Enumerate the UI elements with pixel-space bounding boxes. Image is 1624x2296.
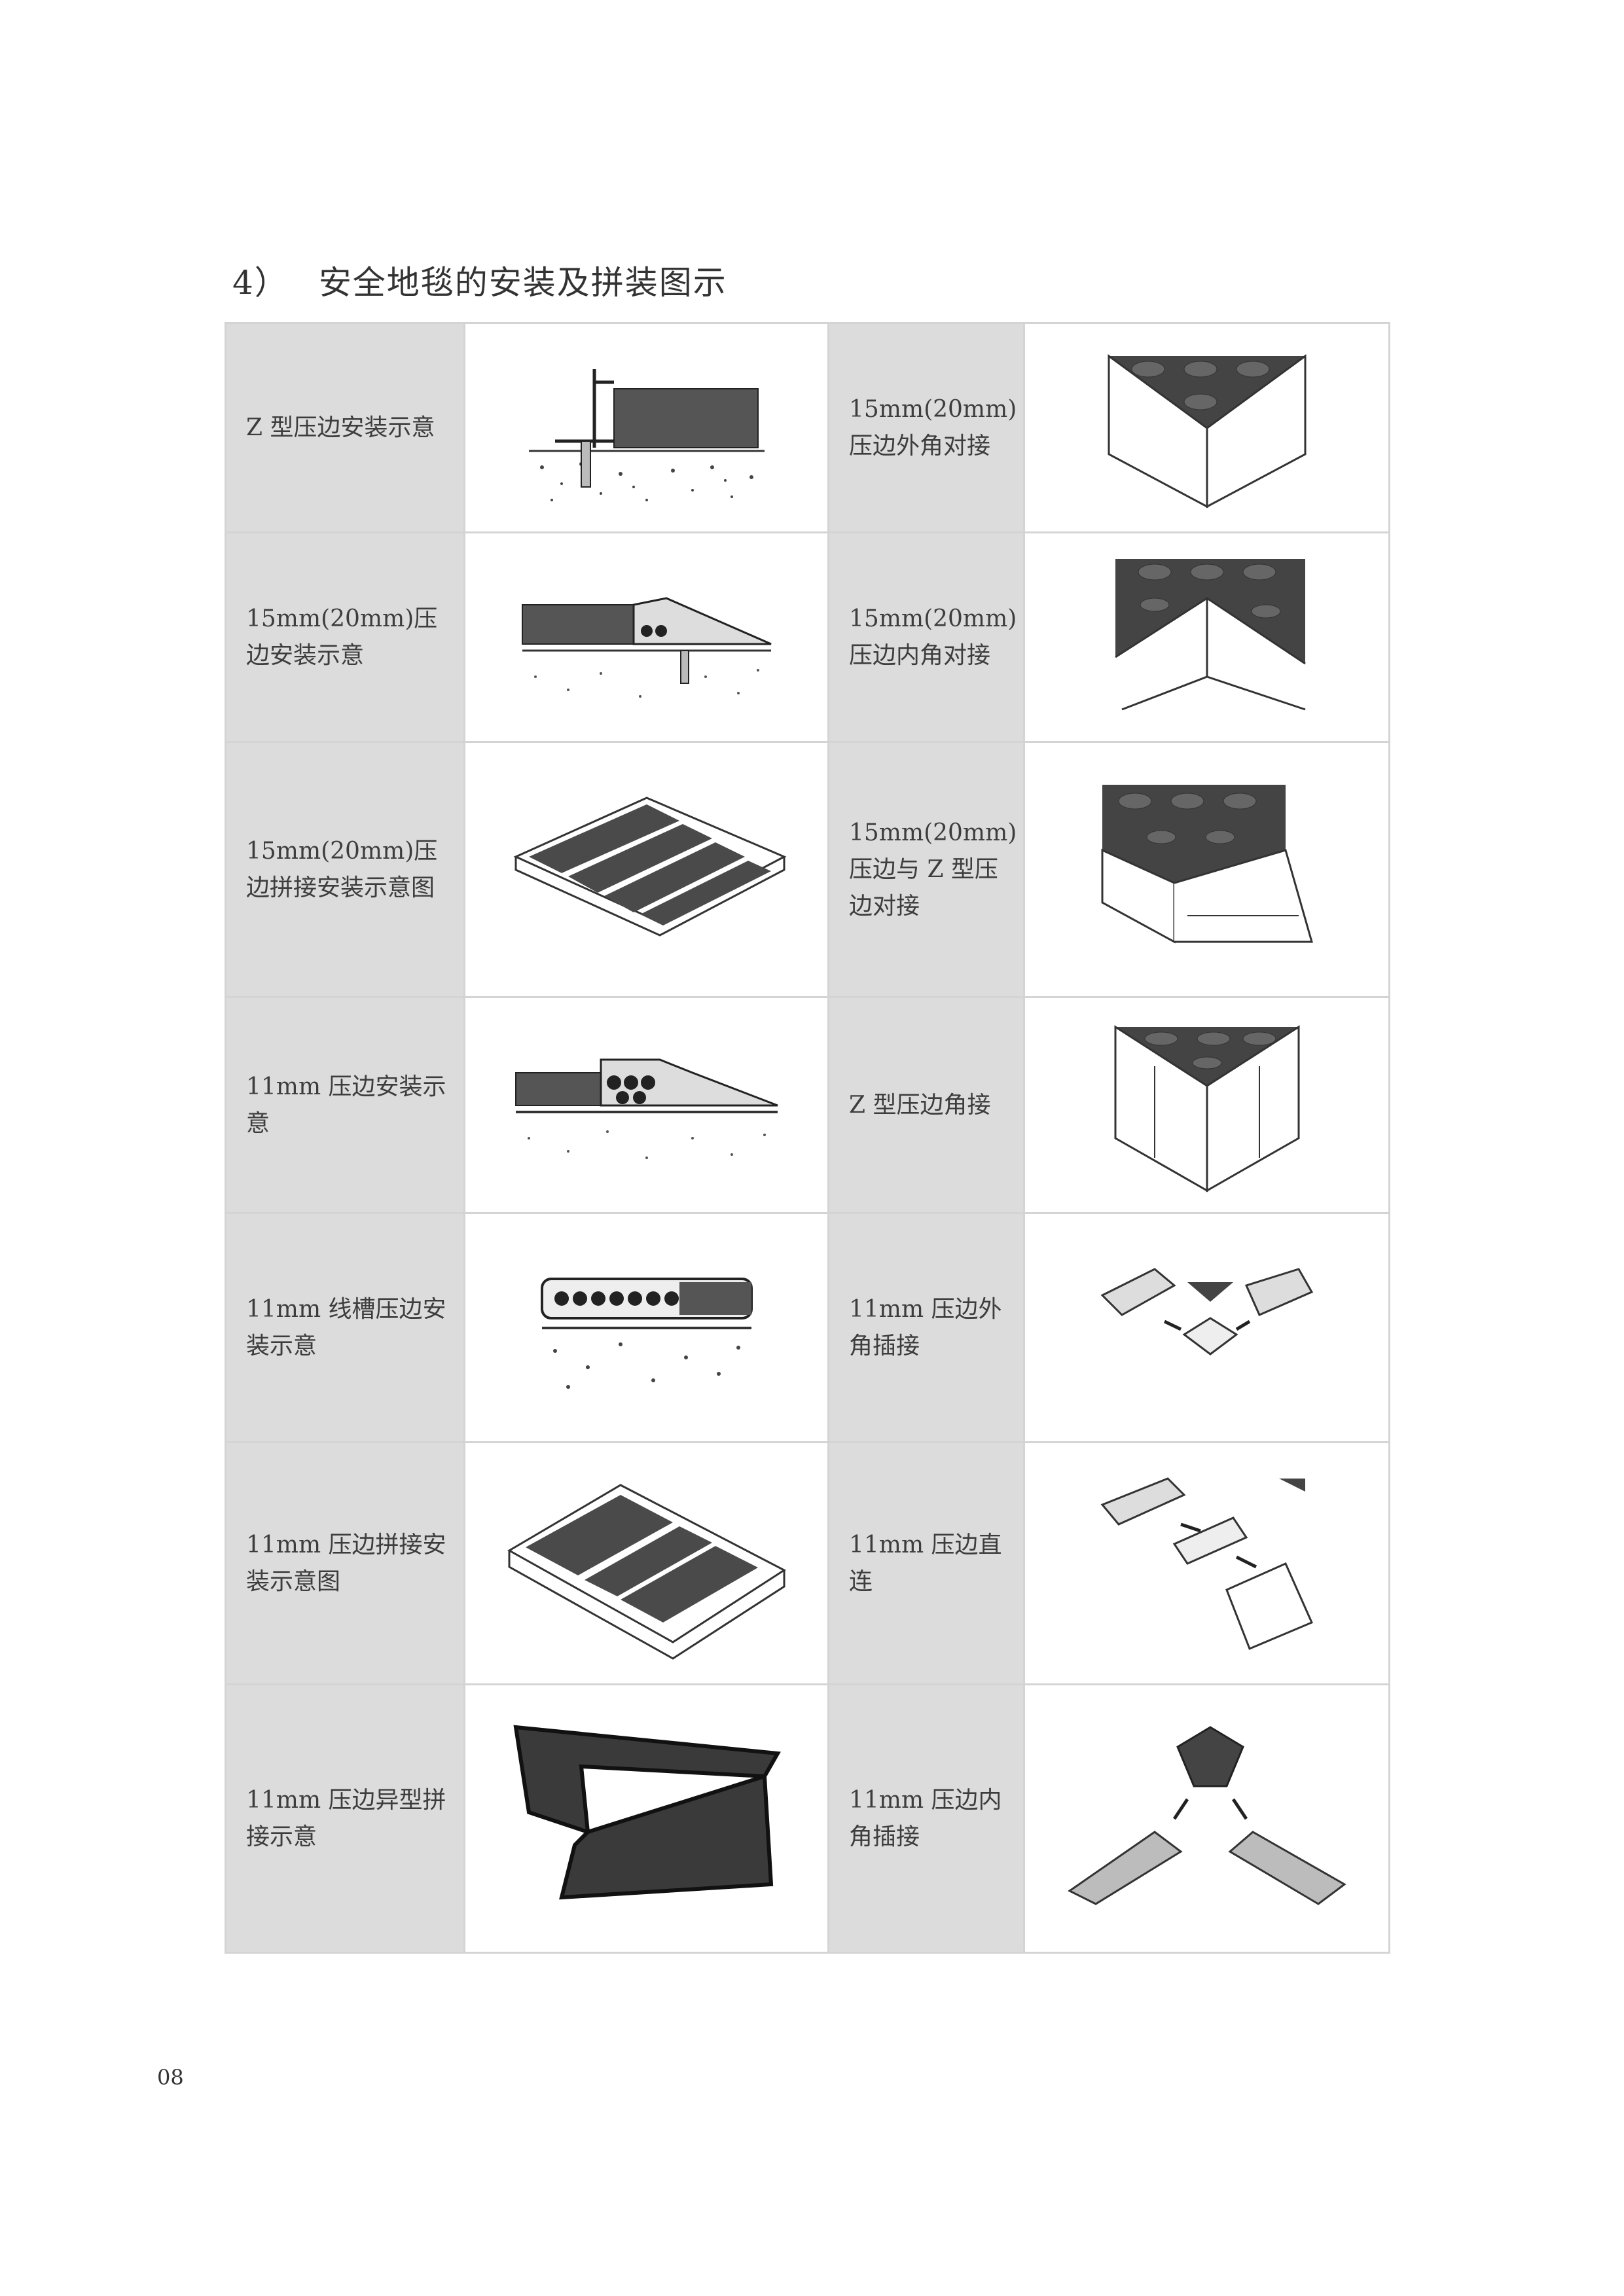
label-11mm-edge-install: 11mm 压边安装示意 [225, 996, 465, 1214]
illustration-z-edge-install [463, 322, 829, 533]
label-15mm-edge-install: 15mm(20mm)压边安装示意 [225, 531, 465, 743]
inner-corner-joint-icon [1114, 558, 1306, 710]
illustration-15mm-splice [463, 741, 829, 998]
11mm-splice-icon [507, 1483, 786, 1660]
table-row: 11mm 压边异型拼接示意 11mm 压边内角插接 [225, 1683, 1391, 1954]
11mm-irregular-icon [513, 1725, 781, 1899]
illustration-11mm-irregular [463, 1683, 829, 1954]
11mm-outer-plug-icon [1100, 1267, 1313, 1355]
illustration-11mm-edge-install [463, 996, 829, 1214]
11mm-straight-icon [1100, 1477, 1313, 1650]
illustration-11mm-inner-plug [1023, 1683, 1391, 1954]
illustration-outer-corner-joint [1023, 322, 1391, 533]
label-z-edge-install: Z 型压边安装示意 [225, 322, 465, 533]
11mm-cable-channel-icon [540, 1277, 753, 1389]
section-title: 安全地毯的安装及拼装图示 [318, 264, 727, 302]
label-11mm-splice: 11mm 压边拼接安装示意图 [225, 1441, 465, 1685]
illustration-11mm-straight [1023, 1441, 1391, 1685]
label-15mm-z-joint: 15mm(20mm)压边与 Z 型压边对接 [827, 741, 1026, 998]
label-inner-corner-joint: 15mm(20mm)压边内角对接 [827, 531, 1026, 743]
illustration-11mm-outer-plug [1023, 1212, 1391, 1443]
label-11mm-inner-plug: 11mm 压边内角插接 [827, 1683, 1026, 1954]
section-heading: 4） 安全地毯的安装及拼装图示 [232, 257, 727, 304]
table-row: 11mm 压边安装示意 Z 型压边角接 [225, 996, 1391, 1214]
illustration-z-edge-corner [1023, 996, 1391, 1214]
label-outer-corner-joint: 15mm(20mm)压边外角对接 [827, 322, 1026, 533]
installation-table: Z 型压边安装示意 15mm(20mm)压边外角对接 [225, 322, 1391, 1954]
z-edge-corner-icon [1114, 1024, 1300, 1193]
illustration-11mm-cable-channel [463, 1212, 829, 1443]
label-15mm-splice: 15mm(20mm)压边拼接安装示意图 [225, 741, 465, 998]
11mm-inner-plug-icon [1067, 1725, 1346, 1905]
label-11mm-outer-plug: 11mm 压边外角插接 [827, 1212, 1026, 1443]
z-edge-install-icon [528, 368, 765, 507]
label-11mm-cable-channel: 11mm 线槽压边安装示意 [225, 1212, 465, 1443]
table-row: 11mm 压边拼接安装示意图 11mm 压边直连 [225, 1441, 1391, 1685]
table-row: 15mm(20mm)压边安装示意 15mm(20mm)压边内角对接 [225, 531, 1391, 743]
15mm-edge-install-icon [521, 596, 772, 698]
table-row: Z 型压边安装示意 15mm(20mm)压边外角对接 [225, 322, 1391, 533]
illustration-15mm-edge-install [463, 531, 829, 743]
table-row: 11mm 线槽压边安装示意 11mm 压边外角插接 [225, 1212, 1391, 1443]
illustration-15mm-z-joint [1023, 741, 1391, 998]
15mm-z-joint-icon [1101, 784, 1313, 944]
illustration-inner-corner-joint [1023, 531, 1391, 743]
page-number: 08 [157, 2065, 184, 2090]
illustration-11mm-splice [463, 1441, 829, 1685]
table-row: 15mm(20mm)压边拼接安装示意图 15mm(20mm)压边与 Z 型压边对… [225, 741, 1391, 998]
label-z-edge-corner: Z 型压边角接 [827, 996, 1026, 1214]
15mm-splice-icon [513, 796, 786, 937]
section-number: 4） [232, 264, 289, 302]
label-11mm-irregular: 11mm 压边异型拼接示意 [225, 1683, 465, 1954]
outer-corner-joint-icon [1108, 353, 1307, 508]
label-11mm-straight: 11mm 压边直连 [827, 1441, 1026, 1685]
11mm-edge-install-icon [514, 1058, 778, 1159]
